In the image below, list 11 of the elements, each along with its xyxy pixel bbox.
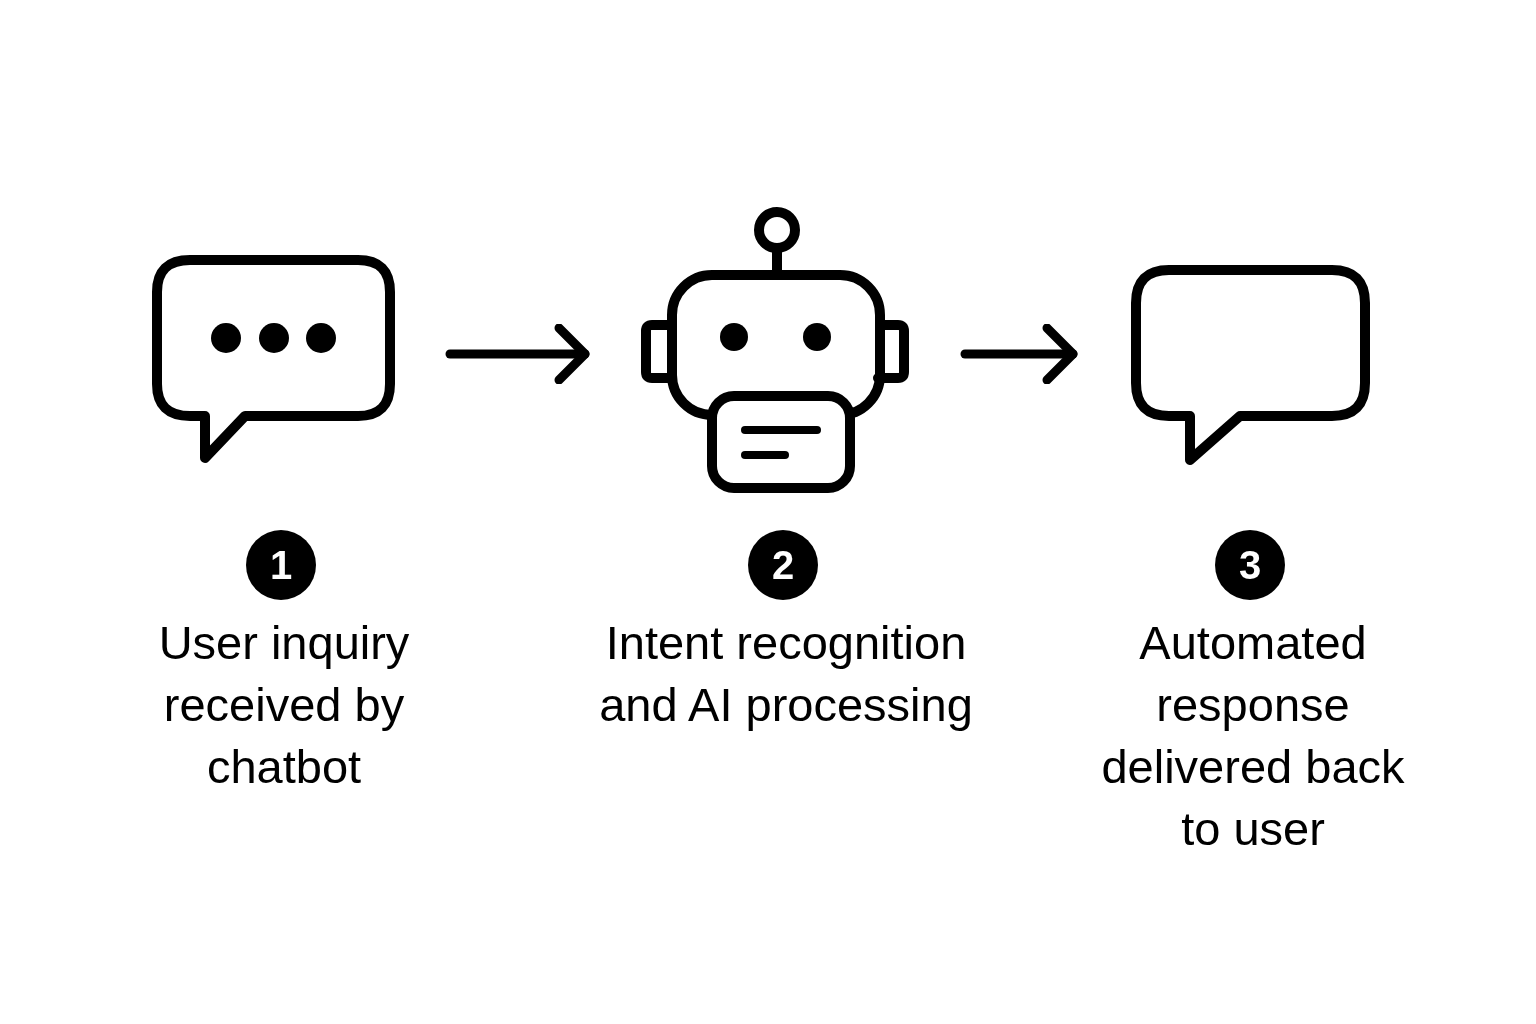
step-number: 3 (1215, 530, 1285, 600)
step-description: Automated response delivered back to user (1100, 615, 1406, 857)
arrow (445, 323, 590, 385)
robot-icon (641, 207, 909, 493)
speech-bubble-icon (152, 255, 395, 463)
step-description: User inquiry received by chatbot (157, 615, 411, 795)
arrow (960, 323, 1078, 385)
speech-bubble-icon (1131, 265, 1370, 465)
step-number: 1 (246, 530, 316, 600)
step-number: 2 (748, 530, 818, 600)
step-description: Intent recognition and AI processing (598, 615, 974, 733)
